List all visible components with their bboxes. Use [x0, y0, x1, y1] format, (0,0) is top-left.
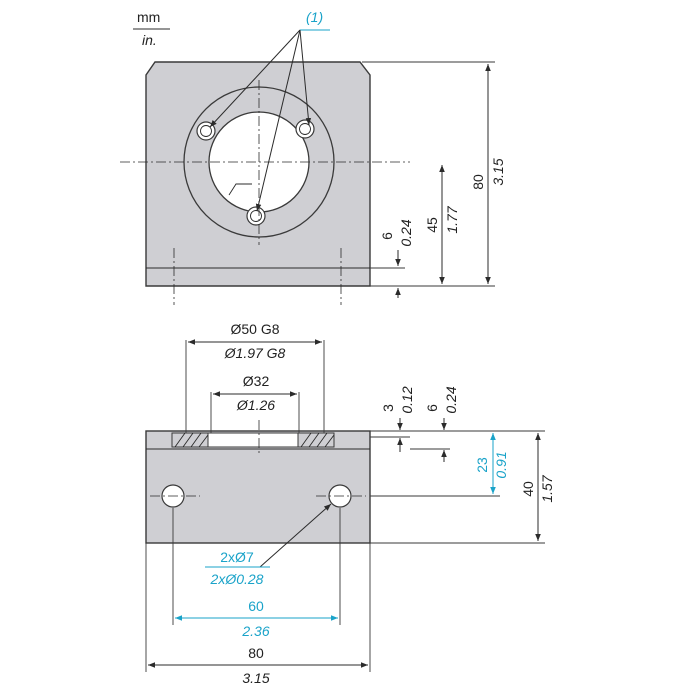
dim-60-mm: 60 [248, 598, 264, 614]
dim-80b-in: 3.15 [242, 670, 269, 686]
dim-40-in: 1.57 [539, 474, 555, 502]
dim-60-in: 2.36 [241, 623, 269, 639]
dim-45-mm: 45 [424, 217, 440, 233]
notch-mark [228, 183, 252, 196]
screw-hole-left-thread [200, 125, 212, 137]
dim-32-in: Ø1.26 [236, 397, 275, 413]
top-view: (1) 80 3.15 45 1.77 6 0.24 [120, 9, 506, 305]
screw-hole-right [295, 119, 315, 139]
dim-40-mm: 40 [520, 481, 536, 497]
side-body [145, 430, 371, 544]
screw-hole-right-thread [299, 123, 311, 135]
dim-32-mm: Ø32 [243, 373, 270, 389]
holes-leader [259, 503, 332, 568]
hatch-left [171, 432, 209, 448]
units-in: in. [142, 32, 157, 48]
callout-leader-3 [255, 29, 301, 212]
dim-6-mm: 6 [379, 232, 395, 240]
dim-6b-in: 0.24 [443, 386, 459, 413]
screw-hole-bottom [246, 206, 266, 226]
dim-23-in: 0.91 [493, 451, 509, 478]
dim-80b-mm: 80 [248, 645, 264, 661]
dim-3-in: 0.12 [399, 386, 415, 413]
dim-50-in: Ø1.97 G8 [224, 345, 286, 361]
callout-leader-1 [209, 29, 301, 128]
dim-80-in: 3.15 [490, 158, 506, 185]
dim-23-mm: 23 [474, 457, 490, 473]
units-mm: mm [137, 9, 160, 25]
dim-45-in: 1.77 [444, 205, 460, 233]
dim-6b-mm: 6 [424, 404, 440, 412]
dim-80-mm: 80 [470, 174, 486, 190]
dim-3-mm: 3 [380, 404, 396, 412]
dim-6-in: 0.24 [398, 219, 414, 246]
holes-in: 2xØ0.28 [210, 571, 264, 587]
callout-leader-2 [299, 29, 312, 126]
callout-label: (1) [306, 9, 323, 25]
holes-mm: 2xØ7 [220, 549, 254, 565]
hatch-right [297, 432, 335, 448]
dim-50-mm: Ø50 G8 [230, 321, 279, 337]
bottom-view: Ø50 G8 Ø1.97 G8 Ø32 Ø1.26 3 0.12 6 0.24 … [145, 321, 555, 686]
